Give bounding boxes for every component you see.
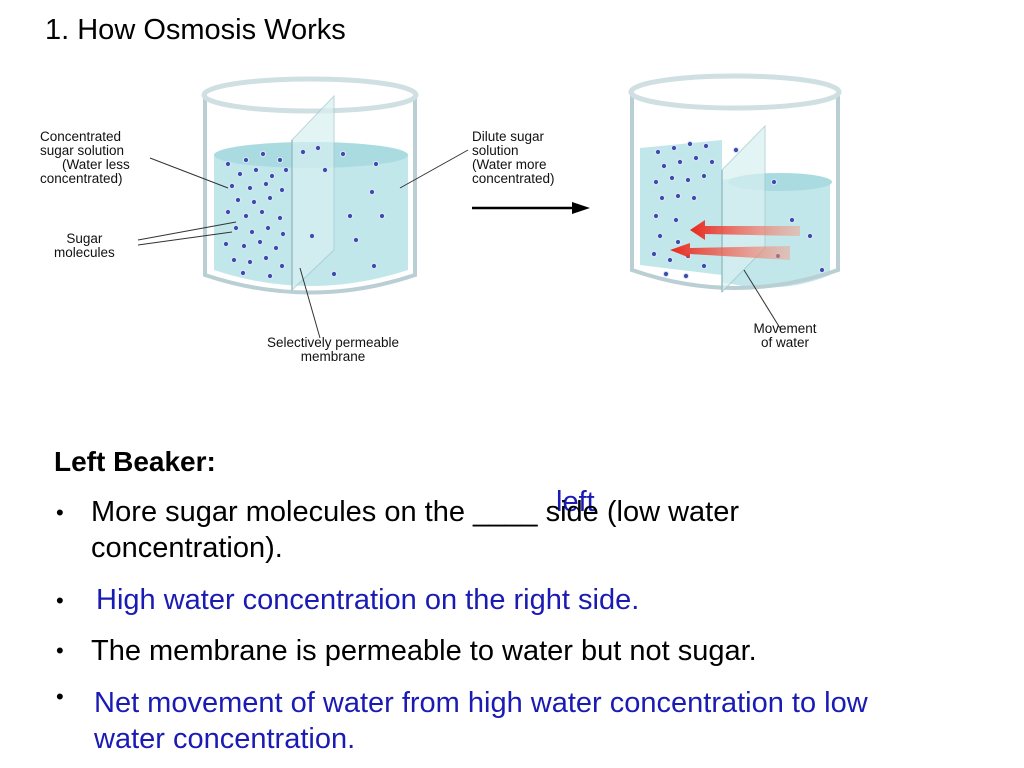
left-sugar-molecules [222,144,386,280]
bullet-3: The membrane is permeable to water but n… [91,635,757,667]
right-beaker [628,73,842,294]
transition-arrow [472,202,590,214]
label-line: solution [472,143,519,158]
right-sugar-molecules [650,140,826,280]
label-line: sugar solution [40,143,125,158]
dilute-solution-label: Dilute sugar solution (Water more concen… [472,130,555,186]
label-line: Concentrated [40,129,122,144]
blank-answer: left [556,486,595,518]
bullet-marker: • [56,500,64,525]
left-beaker [201,76,419,295]
bullet-4-line-1: Net movement of water from high water co… [94,687,868,719]
label-line: (Water less [62,157,130,172]
bullet-4: Net movement of water from high water co… [94,685,868,757]
label-line: (Water more [472,157,547,172]
movement-of-water-label: Movement of water [740,322,830,350]
bullet-marker: • [56,638,64,663]
bullet-1: More sugar molecules on the ____ side (l… [91,494,739,566]
bullet-4-line-2: water concentration. [94,723,356,755]
label-line: molecules [54,245,115,260]
page-title: 1. How Osmosis Works [45,14,346,46]
bullet-marker: • [56,684,64,709]
osmosis-diagram: Concentrated sugar solution (Water less … [0,70,1024,380]
water-movement-arrows [670,220,800,260]
label-line: concentrated) [472,171,555,186]
label-line: Selectively permeable [266,335,400,350]
label-line: Movement [753,321,817,336]
section-heading: Left Beaker: [54,446,216,477]
sugar-molecules-label: Sugar molecules [54,232,115,260]
label-line: concentrated) [40,171,123,186]
concentrated-solution-label: Concentrated sugar solution (Water less … [40,130,130,186]
leader-lines [137,149,781,339]
label-line: membrane [300,349,366,364]
label-line: Sugar [66,231,103,246]
bullet-1-line-2: concentration). [91,532,283,564]
bullet-1-line-1: More sugar molecules on the ____ side (l… [91,496,739,528]
beakers-illustration [137,73,842,339]
label-line: of water [760,335,810,350]
bullet-2: High water concentration on the right si… [96,584,640,616]
membrane-label: Selectively permeable membrane [248,336,418,364]
label-line: Dilute sugar [472,129,545,144]
bullet-marker: • [56,588,64,613]
